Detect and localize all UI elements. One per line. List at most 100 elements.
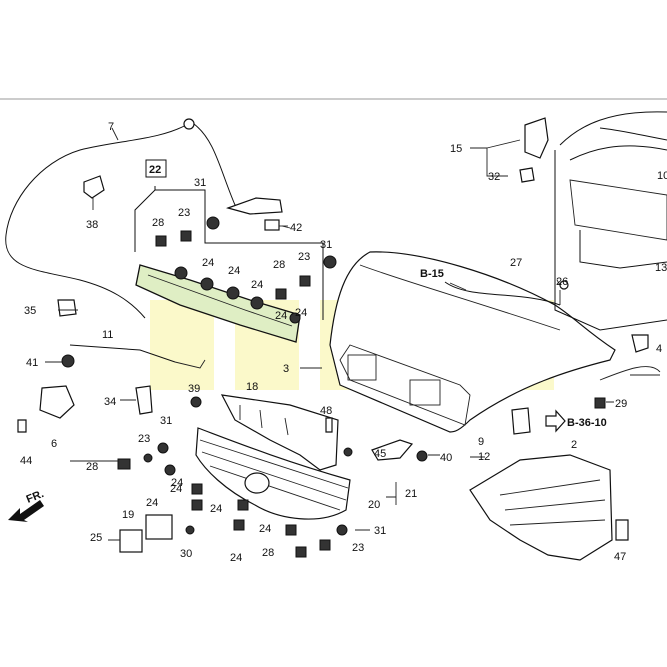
clip-35: [57, 299, 77, 317]
splash-shield: [469, 454, 613, 561]
leader-15-32: [470, 139, 521, 177]
part-label-23: 23: [138, 433, 150, 445]
part-label-28: 28: [262, 547, 274, 559]
part-label-32: 32: [488, 171, 500, 183]
hood-support-rod: [444, 281, 561, 306]
part-label-24: 24: [259, 523, 271, 535]
part-label-34: 34: [104, 396, 116, 408]
part-label-30: 30: [180, 548, 192, 560]
part-label-31: 31: [374, 525, 386, 537]
part-label-31: 31: [320, 239, 332, 251]
part-label-41: 41: [26, 357, 38, 369]
part-label-19: 19: [122, 509, 134, 521]
part-b3610: [511, 407, 531, 435]
frame-22-label: 22: [149, 164, 161, 176]
arrow-b3610: [545, 409, 566, 433]
part-label-31: 31: [194, 177, 206, 189]
frame-22-box: [145, 159, 167, 178]
molding-fasteners: [155, 216, 337, 324]
molding-inner-line: [147, 274, 293, 327]
part-label-42: 42: [290, 222, 302, 234]
bolt-41: [61, 354, 75, 368]
bracket-9: [371, 439, 414, 461]
hood-window-right: [409, 379, 441, 406]
part-label-6: 6: [51, 438, 57, 450]
clip-40: [416, 450, 428, 462]
hood: [329, 251, 616, 433]
body-grille-panel: [569, 179, 667, 241]
clip-45: [343, 447, 353, 457]
part-label-24: 24: [170, 483, 182, 495]
emblem-25: [119, 529, 143, 553]
part-label-10: 10: [657, 170, 667, 182]
lower-fasteners: [117, 442, 348, 558]
frame-22: [134, 186, 324, 320]
part-label-35: 35: [24, 305, 36, 317]
grille-emblem: [244, 472, 270, 494]
body-frame-lower: [554, 150, 667, 331]
part-label-24: 24: [275, 310, 287, 322]
leader-lines: [45, 225, 660, 541]
part-label-24: 24: [171, 477, 183, 489]
pin-48: [325, 417, 333, 433]
part-label-24: 24: [202, 257, 214, 269]
part-32: [519, 167, 535, 183]
part-15: [524, 117, 549, 159]
part-label-11: 11: [102, 329, 113, 341]
direction-label: FR.: [25, 488, 46, 506]
clip-34: [135, 385, 153, 415]
clip-47: [615, 519, 629, 541]
part-label-28: 28: [86, 461, 98, 473]
rod-11: [69, 344, 176, 363]
grille-bar-1: [199, 439, 349, 489]
clip-30: [185, 525, 195, 535]
ref-b3610: B-36-10: [567, 417, 607, 429]
part-label-23: 23: [352, 542, 364, 554]
part-label-28: 28: [273, 259, 285, 271]
part-label-7: 7: [108, 121, 114, 133]
part-label-45: 45: [374, 448, 386, 460]
part-label-24: 24: [295, 307, 307, 319]
grille-bar-3: [209, 465, 341, 511]
part-label-23: 23: [298, 251, 310, 263]
part-label-47: 47: [614, 551, 626, 563]
arrow-b15: [449, 282, 467, 291]
part-label-4: 4: [656, 343, 662, 355]
leader-7: [111, 127, 119, 141]
part-label-27: 27: [510, 257, 522, 269]
hood-latch-4: [631, 334, 649, 353]
part-label-12: 12: [478, 451, 490, 463]
cable-upper-run: [193, 123, 255, 206]
part-label-9: 9: [478, 436, 484, 448]
bolt-44: [17, 419, 27, 433]
part-label-24: 24: [228, 265, 240, 277]
part-label-24: 24: [146, 497, 158, 509]
part-label-31: 31: [160, 415, 172, 427]
part-label-28: 28: [152, 217, 164, 229]
latch-6: [39, 385, 75, 419]
part-label-48: 48: [320, 405, 332, 417]
grille-bar-2: [201, 451, 347, 501]
part-label-13: 13: [655, 262, 667, 274]
part-label-21: 21: [405, 488, 417, 500]
part-label-3: 3: [283, 363, 289, 375]
part-label-26: 26: [556, 276, 568, 288]
part-label-18: 18: [246, 381, 258, 393]
hood-window-left: [347, 354, 377, 381]
part-label-23: 23: [178, 207, 190, 219]
ref-b15: B-15: [420, 268, 444, 280]
cable-end-knob: [183, 118, 195, 130]
rod-11-end: [174, 359, 206, 369]
emblem-19: [145, 514, 173, 540]
part-label-38: 38: [86, 219, 98, 231]
support-18: [220, 394, 339, 471]
part-label-39: 39: [188, 383, 200, 395]
part-label-20: 20: [368, 499, 380, 511]
part-label-15: 15: [450, 143, 462, 155]
part-label-29: 29: [615, 398, 627, 410]
bracket-42: [226, 197, 288, 231]
clip-39: [190, 396, 202, 408]
part-label-24: 24: [210, 503, 222, 515]
